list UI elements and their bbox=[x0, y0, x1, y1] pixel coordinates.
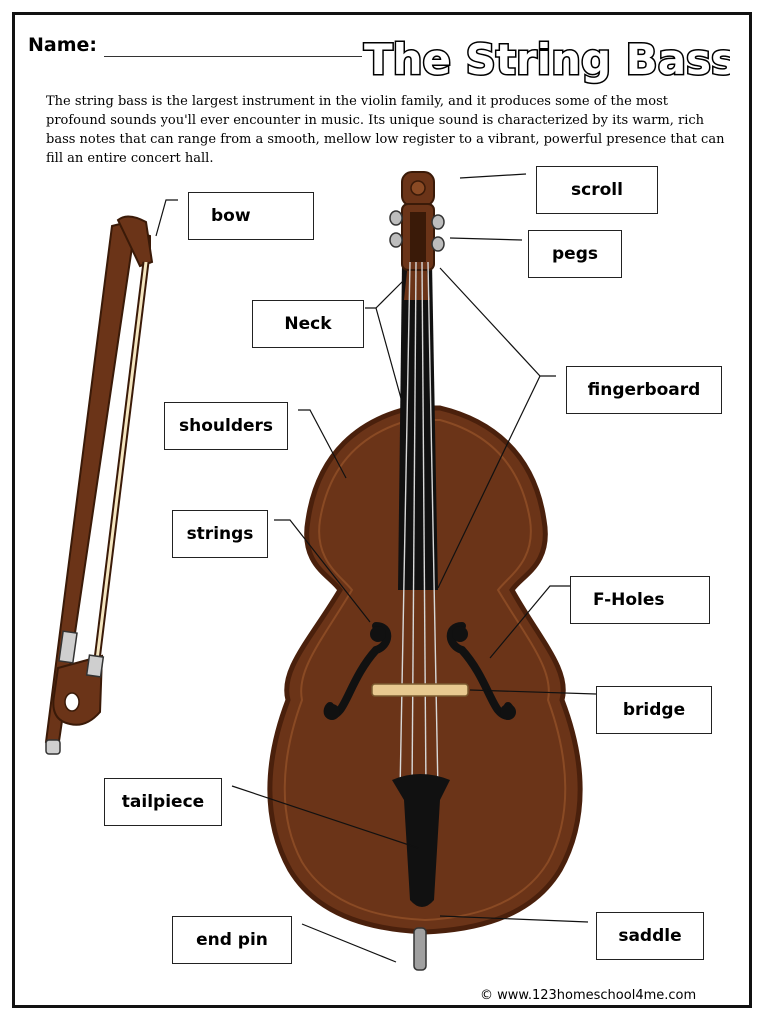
bass-end-pin bbox=[413, 927, 427, 971]
label-fingerboard: fingerboard bbox=[566, 366, 722, 414]
name-field[interactable] bbox=[104, 56, 362, 57]
page-title: The String Bass bbox=[363, 34, 731, 86]
label-tailpiece: tailpiece bbox=[104, 778, 222, 826]
label-pegs: pegs bbox=[528, 230, 622, 278]
label-bridge: bridge bbox=[596, 686, 712, 734]
label-f-holes: F-Holes bbox=[570, 576, 710, 624]
worksheet-border bbox=[12, 12, 752, 1008]
label-strings: strings bbox=[172, 510, 268, 558]
page-title-text: The String Bass bbox=[364, 35, 730, 84]
label-scroll: scroll bbox=[536, 166, 658, 214]
bass-strings bbox=[399, 261, 439, 793]
bass-bridge bbox=[371, 683, 469, 697]
label-saddle: saddle bbox=[596, 912, 704, 960]
label-bow: bow bbox=[188, 192, 314, 240]
bass-tailpiece bbox=[392, 774, 450, 907]
name-label: Name: bbox=[28, 34, 98, 56]
label-end-pin: end pin bbox=[172, 916, 292, 964]
label-neck: Neck bbox=[252, 300, 364, 348]
label-shoulders: shoulders bbox=[164, 402, 288, 450]
intro-paragraph: The string bass is the largest instrumen… bbox=[46, 94, 725, 166]
leader-lines bbox=[155, 173, 597, 963]
bow-illustration bbox=[44, 215, 154, 755]
credit-text: © www.123homeschool4me.com bbox=[480, 988, 697, 1003]
